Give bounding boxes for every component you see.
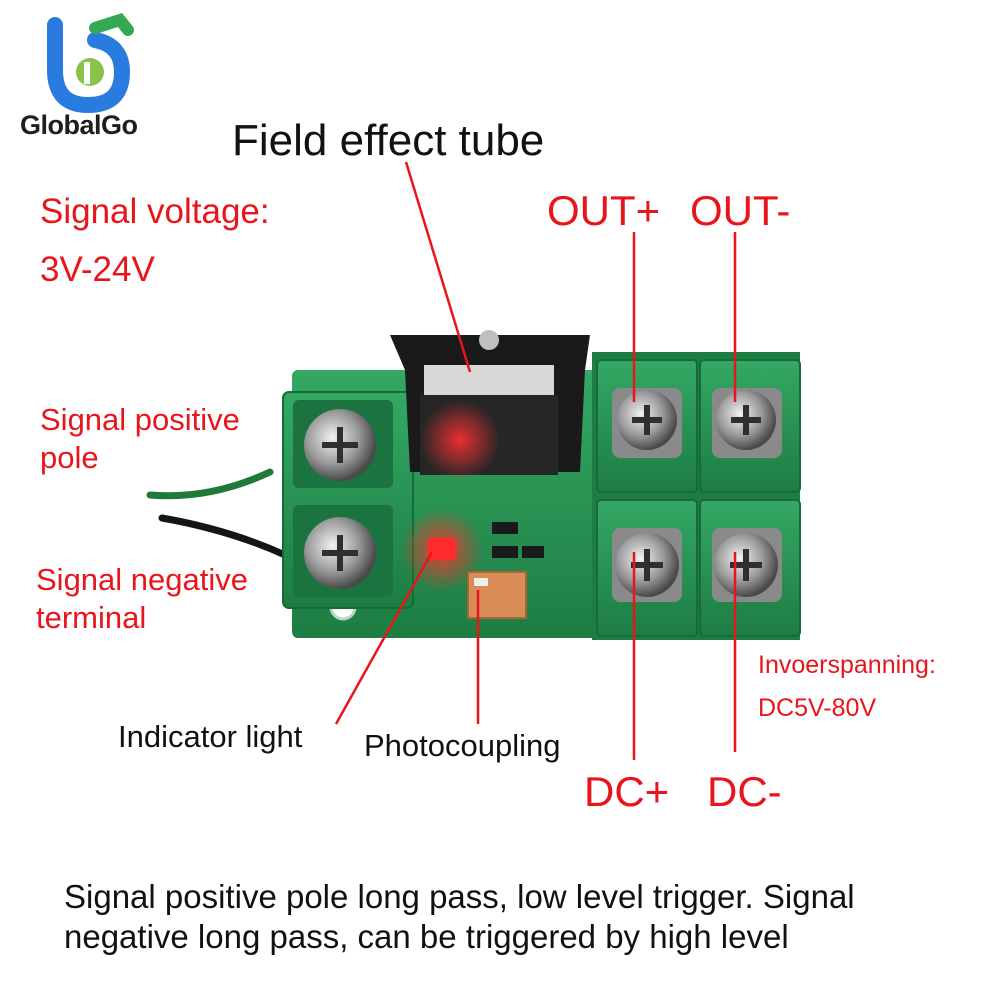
label-signal-negative: Signal negative: [36, 562, 248, 597]
indicator-led: [428, 538, 456, 560]
label-indicator-light: Indicator light: [118, 719, 303, 754]
label-signal-positive-pole: pole: [40, 440, 99, 475]
signal-negative-wire: [158, 514, 289, 559]
label-photocoupling: Photocoupling: [364, 728, 561, 763]
label-out-plus: OUT+: [547, 187, 661, 234]
caption-line-1: Signal positive pole long pass, low leve…: [64, 878, 855, 915]
smd-resistor-3: [522, 546, 544, 558]
globalgo-logo: [47, 13, 134, 114]
label-input-voltage-range: DC5V-80V: [758, 694, 877, 722]
mosfet-component: [390, 330, 590, 480]
label-field-effect-tube: Field effect tube: [232, 116, 545, 165]
smd-resistor-2: [492, 546, 518, 558]
smd-resistor-1: [492, 522, 518, 534]
label-signal-positive: Signal positive: [40, 402, 240, 437]
label-signal-voltage: Signal voltage:: [40, 192, 270, 231]
label-input-voltage: Invoerspanning:: [758, 651, 936, 679]
label-out-minus: OUT-: [690, 187, 791, 234]
label-signal-negative-terminal: terminal: [36, 600, 147, 635]
signal-positive-wire: [146, 468, 274, 500]
power-terminal-block: [592, 352, 801, 640]
logo-wordmark: GlobalGo: [20, 110, 138, 140]
caption-line-2: negative long pass, can be triggered by …: [64, 918, 789, 955]
pointer-lines: [334, 161, 737, 760]
signal-terminal-block: [282, 391, 414, 609]
label-dc-minus: DC-: [707, 768, 782, 815]
label-signal-voltage-range: 3V-24V: [40, 250, 155, 289]
label-dc-plus: DC+: [584, 768, 670, 815]
